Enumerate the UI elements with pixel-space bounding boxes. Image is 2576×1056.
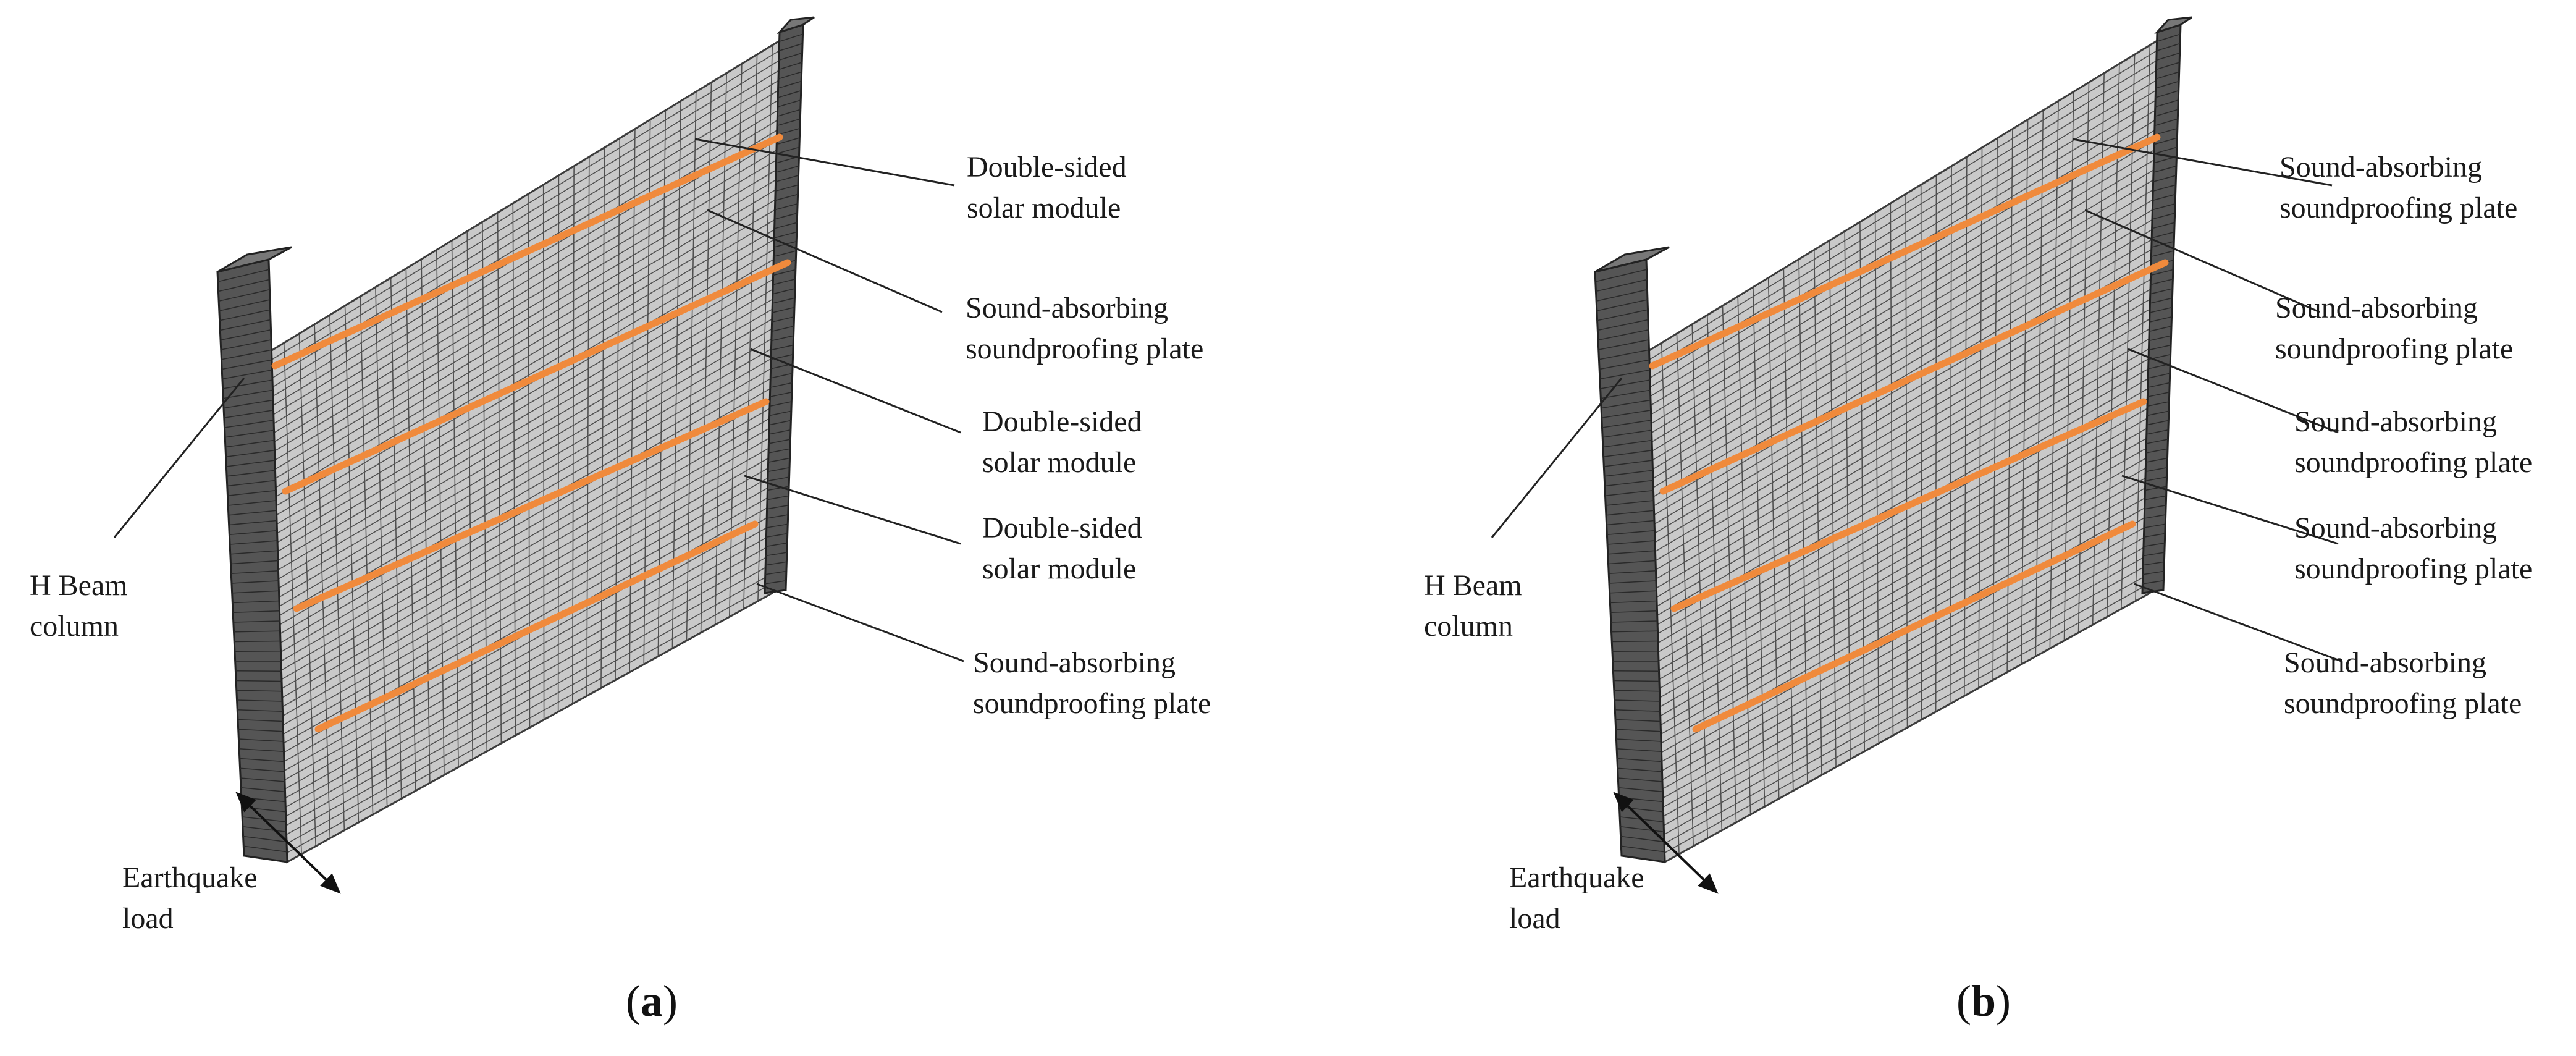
panel-a-left-column-mesh xyxy=(217,269,287,853)
panel-a-earthquake-arrow-icon xyxy=(235,792,341,894)
panel-b-layer-4-leader xyxy=(2121,475,2339,545)
panel-a-mesh-grid xyxy=(269,45,788,855)
panel-a-column-leader xyxy=(113,378,245,538)
panel-b-separator-stripe-4 xyxy=(1692,520,2136,733)
panel-a-left-column-cap xyxy=(217,246,292,273)
panel-b-separator-stripe-1 xyxy=(1649,133,2161,370)
panel-b-mesh-grid xyxy=(1646,45,2165,855)
panel-a-separator-stripe-2 xyxy=(282,259,791,495)
panel-a-layer-1-leader xyxy=(694,138,955,187)
panel-b-left-column-mesh xyxy=(1595,269,1665,853)
panel-a-right-column-mesh xyxy=(765,33,803,585)
panel-b-right-column-cap xyxy=(2154,16,2192,35)
panel-b-column-leader xyxy=(1491,378,1623,538)
panel-a-caption: (a) xyxy=(626,976,678,1026)
panel-a-separator-stripe-3 xyxy=(293,398,770,612)
panel-b-layer-1-leader xyxy=(2072,138,2333,187)
panel-a-right-column-cap xyxy=(777,16,815,35)
panel-b-layer-5-leader xyxy=(2134,583,2342,662)
panel-b-layer-2-leader xyxy=(2084,209,2320,313)
panel-b-layer-3-leader xyxy=(2128,348,2339,434)
panel-a-layer-2-leader xyxy=(707,209,943,313)
panel-a-layer-5-leader xyxy=(756,583,964,662)
panel-a-separator-stripe-1 xyxy=(271,133,783,370)
panel-b-separator-stripe-3 xyxy=(1670,398,2147,612)
panel-a-layer-4-leader xyxy=(744,475,961,545)
panel-a-separator-stripe-4 xyxy=(314,520,759,733)
panel-b-left-column-cap xyxy=(1594,246,1670,273)
panel-b-caption: (b) xyxy=(1956,976,2011,1026)
panel-b-right-column-mesh xyxy=(2142,33,2181,585)
panel-b-separator-stripe-2 xyxy=(1659,259,2169,495)
panel-b-earthquake-arrow-icon xyxy=(1613,792,1719,894)
panel-a-layer-3-leader xyxy=(750,348,961,434)
